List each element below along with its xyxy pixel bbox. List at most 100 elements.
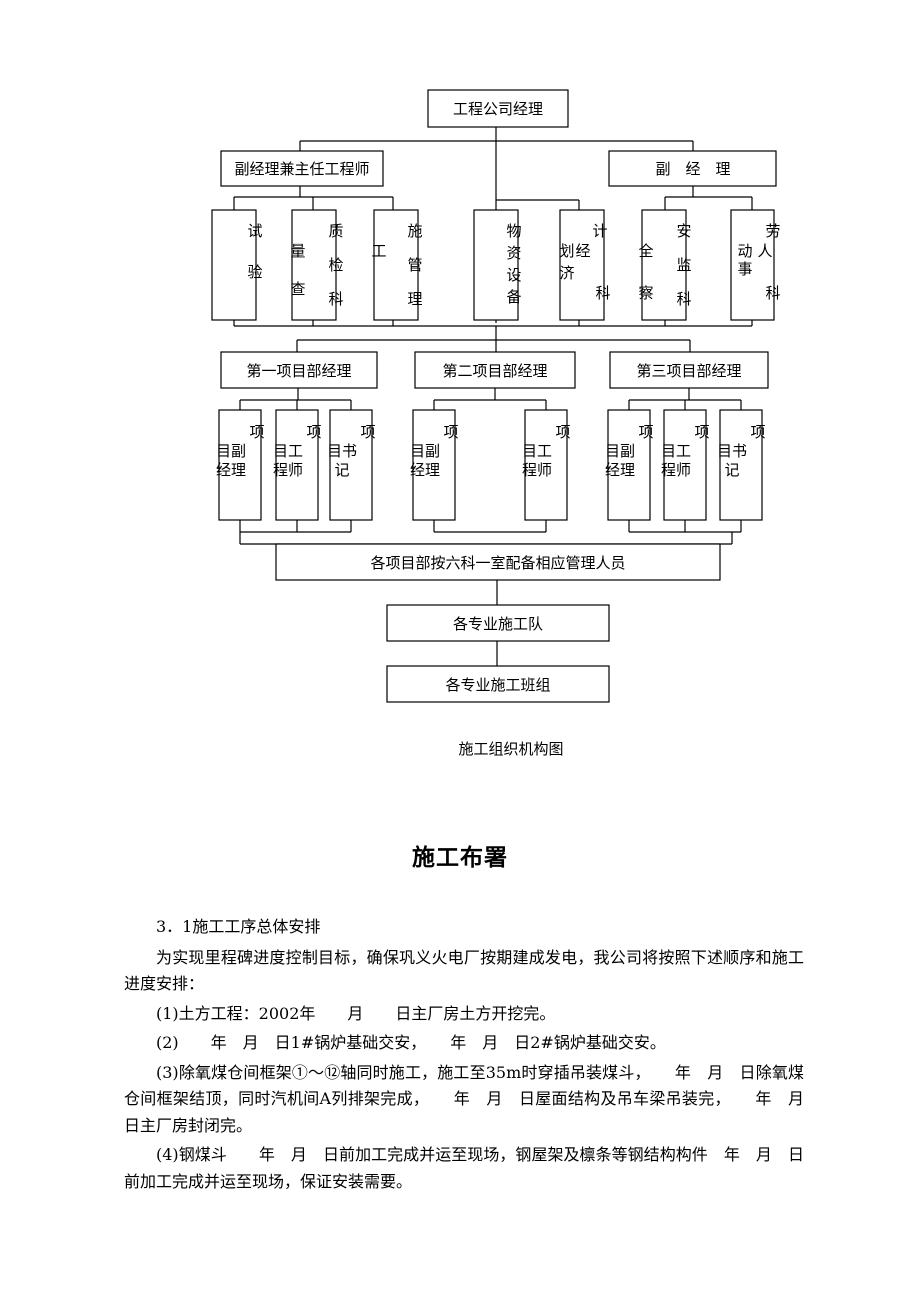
label-project-staff: 项 [694,423,709,441]
box-department-2 [291,209,337,321]
label-dept-planning: 划 [559,242,574,260]
box-project-manager-2 [414,351,576,389]
label-dept-test: 验 [247,263,262,281]
label-project-manager-3: 第三项目部经理 [636,362,741,380]
label-project-staff: 程师 [522,461,552,479]
label-dept-planning: 科 [595,284,610,302]
box-project-staff-3-3 [719,409,763,521]
chart-caption: 施工组织机构图 [458,740,564,758]
box-department-3 [373,209,419,321]
box-department-7 [730,209,775,321]
label-dept-test: 试 [247,222,262,240]
org-chart: 工程公司经理副经理兼主任工程师副 经 理试验量查质检科工施管理物资设备划济计经科… [211,89,781,703]
label-project-staff: 记 [334,461,349,479]
label-dept-construction: 理 [407,290,422,308]
label-dept-safety: 察 [638,284,653,302]
label-project-staff: 项 [750,423,765,441]
box-department-4 [473,209,519,321]
label-dept-construction: 施 [407,222,422,240]
label-project-staff: 经理 [410,461,440,479]
label-dept-materials: 设 [506,266,521,284]
label-dept-labor: 科 [765,284,780,302]
label-project-staff: 项 [555,423,570,441]
label-dept-labor: 人 [757,242,772,260]
box-project-staff-1-2 [275,409,319,521]
subsection-heading: 3．1施工工序总体安排 [156,917,321,936]
box-project-staff-3-2 [663,409,707,521]
box-deputy-manager [608,150,777,187]
label-project-staff: 目工 [273,442,303,460]
paragraph-3: (3)除氧煤仓间框架①～⑫轴同时施工，施工至35m时穿插吊装煤斗， 年 月 日除… [124,1062,821,1135]
label-project-staff: 项 [443,423,458,441]
box-groups [386,665,610,703]
label-project-staff: 程师 [273,461,303,479]
label-project-staff: 项 [306,423,321,441]
label-dept-planning: 计 [592,222,607,240]
label-project-staff: 项 [638,423,653,441]
box-company-manager [427,89,569,128]
paragraph-1: (1)土方工程：2002年 月 日主厂房土方开挖完。 [156,1003,556,1023]
label-project-staff: 目副 [216,442,246,460]
label-project-manager-2: 第二项目部经理 [442,362,547,380]
box-department-1 [211,209,257,321]
label-groups: 各专业施工班组 [445,676,550,694]
label-project-staff: 经理 [216,461,246,479]
label-dept-labor: 事 [737,260,752,278]
label-dept-construction: 管 [407,256,422,274]
label-dept-planning: 济 [559,264,574,282]
paragraph-2: (2) 年 月 日1#锅炉基础交安， 年 月 日2#锅炉基础交安。 [156,1033,666,1052]
section-title: 施工布署 [412,845,508,871]
label-dept-labor: 劳 [765,222,780,240]
label-dept-materials: 物 [506,222,521,240]
box-project-manager-1 [220,351,378,389]
box-project-staff-3-1 [607,409,651,521]
box-department-5 [559,209,605,321]
label-project-staff: 目书 [717,442,747,460]
label-dept-construction: 工 [371,242,386,260]
label-company-manager: 工程公司经理 [453,100,543,118]
box-staffing [275,543,721,581]
chart-labels: 工程公司经理副经理兼主任工程师副 经 理试验量查质检科工施管理物资设备划济计经科… [216,100,781,694]
label-project-staff: 项 [249,423,264,441]
label-dept-quality: 质 [328,222,343,240]
label-staffing: 各项目部按六科一室配备相应管理人员 [370,554,625,572]
label-dept-labor: 动 [737,242,752,260]
box-department-6 [641,209,687,321]
document-body: 3．1施工工序总体安排 为实现里程碑进度控制目标，确保巩义火电厂按期建成发电，我… [124,914,821,1195]
box-project-staff-2-1 [412,409,456,521]
label-dept-safety: 全 [638,242,653,260]
chart-boxes [211,89,777,703]
label-dept-quality: 检 [328,256,343,274]
box-project-staff-1-3 [329,409,373,521]
label-project-manager-1: 第一项目部经理 [246,362,351,380]
label-project-staff: 目工 [522,442,552,460]
label-teams: 各专业施工队 [453,615,543,633]
box-deputy-chief-engineer [220,150,384,187]
connector-lines [233,127,753,666]
box-project-manager-3 [609,351,769,389]
label-dept-materials: 备 [506,288,521,306]
label-deputy-chief-engineer: 副经理兼主任工程师 [234,160,369,178]
label-dept-safety: 监 [676,256,691,274]
label-project-staff: 项 [360,423,375,441]
label-dept-safety: 安 [676,222,691,240]
label-dept-quality: 科 [328,290,343,308]
label-dept-safety: 科 [676,290,691,308]
label-project-staff: 目工 [661,442,691,460]
label-dept-materials: 资 [506,244,521,262]
label-project-staff: 目副 [605,442,635,460]
paragraph-intro: 为实现里程碑进度控制目标，确保巩义火电厂按期建成发电，我公司将按照下述顺序和施工… [124,947,804,994]
paragraph-4: (4)钢煤斗 年 月 日前加工完成并运至现场，钢屋架及檩条等钢结构构件 年 月 … [124,1145,804,1191]
label-project-staff: 目副 [410,442,440,460]
box-teams [386,604,610,642]
box-project-staff-1-1 [218,409,262,521]
label-project-staff: 记 [724,461,739,479]
label-deputy-manager: 副 经 理 [655,160,730,178]
label-project-staff: 经理 [605,461,635,479]
label-dept-quality: 查 [290,280,305,298]
label-project-staff: 程师 [661,461,691,479]
label-dept-quality: 量 [290,242,305,260]
label-project-staff: 目书 [327,442,357,460]
box-project-staff-2-2 [524,409,568,521]
label-dept-planning: 经 [575,242,590,260]
